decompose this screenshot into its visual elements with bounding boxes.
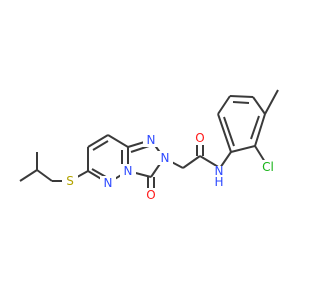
label-backing: [208, 166, 230, 186]
atom-o-amide: O: [195, 131, 204, 145]
bond: [182, 155, 201, 169]
bond: [219, 151, 232, 169]
atom-n-pyridazine: N: [104, 176, 113, 190]
bond: [217, 113, 232, 153]
bond: [254, 113, 266, 147]
bond: [254, 145, 266, 163]
bond: [264, 89, 279, 115]
bond: [91, 168, 107, 178]
label-backing: [62, 174, 78, 188]
bond: [87, 134, 109, 148]
label-backing: [143, 188, 159, 202]
label-backing: [157, 151, 173, 165]
bond: [232, 101, 250, 104]
bond: [217, 95, 231, 115]
bond: [229, 95, 254, 98]
label-backing: [100, 176, 116, 190]
bond: [230, 145, 256, 153]
atom-n-bridge: N: [124, 164, 133, 178]
bond: [223, 116, 235, 147]
label-backing: [143, 133, 159, 147]
bond: [92, 140, 109, 151]
bond: [250, 115, 260, 140]
bond: [107, 134, 129, 148]
atom-n-triazole-top: N: [147, 133, 156, 147]
label-backing: [192, 131, 208, 145]
atom-n-triazole-ch2: N: [161, 151, 170, 165]
bond: [36, 169, 53, 182]
bond: [252, 96, 266, 115]
atom-s-thioether: S: [66, 174, 74, 188]
bond: [19, 169, 38, 182]
atom-o-triazolone: O: [146, 188, 155, 202]
atom-cl-substituent: Cl: [262, 160, 274, 174]
label-backing: [120, 164, 136, 178]
label-backing: [258, 160, 278, 174]
